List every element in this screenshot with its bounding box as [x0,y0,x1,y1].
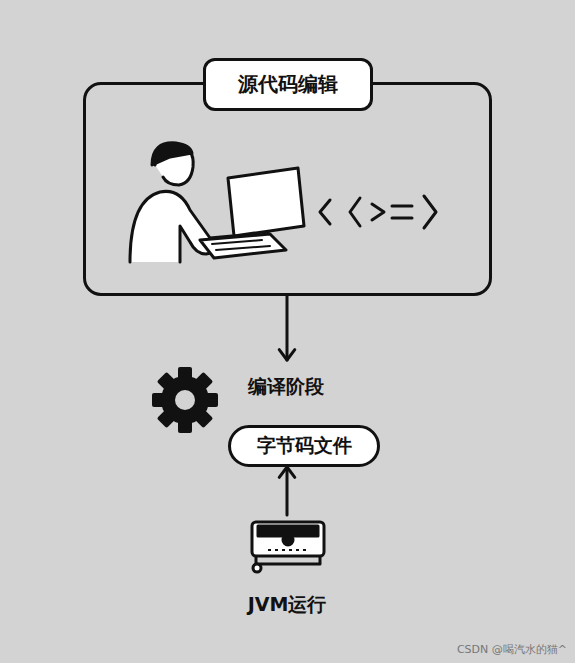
stage-group: 编译阶段字节码文件 [167,360,407,472]
process-box: 源代码编辑 [83,82,492,296]
file-pill: 字节码文件 [228,425,380,467]
watermark: CSDN @喝汽水的猫^ [457,642,567,657]
arrow-connector [279,296,295,360]
title-tab: 源代码编辑 [203,58,373,111]
jvm-node: JVM运行 [237,515,337,620]
file-label: 字节码文件 [257,433,352,459]
arrow-connector [279,467,295,515]
stage-label: 编译阶段 [248,374,324,400]
jvm-label: JVM运行 [248,592,327,618]
